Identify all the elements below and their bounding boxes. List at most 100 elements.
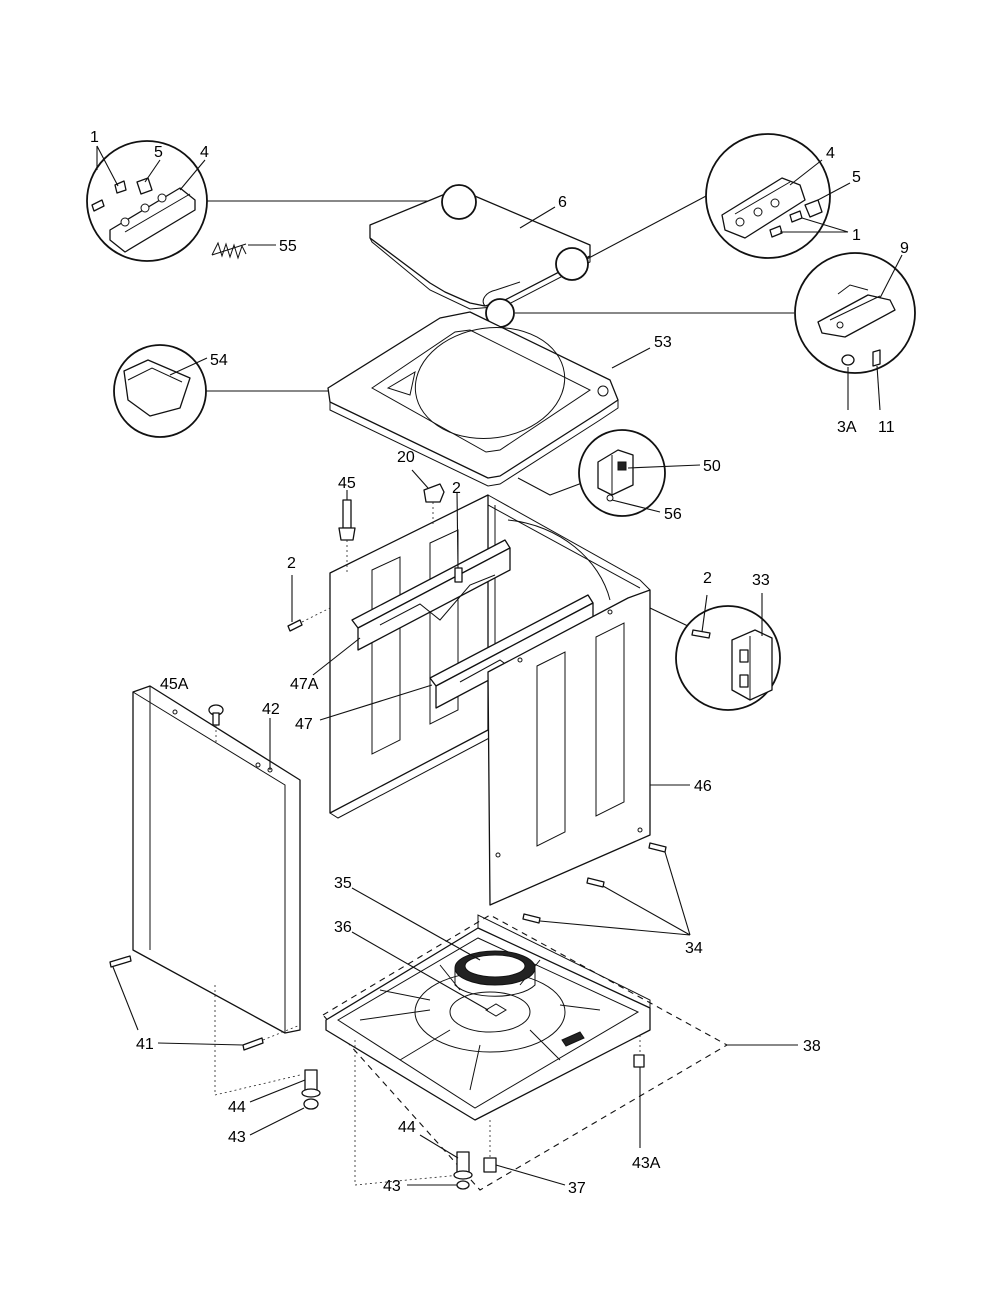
label-1-top-left: 1 (90, 129, 99, 146)
leader-41 (112, 966, 244, 1046)
label-47a: 47A (290, 676, 319, 693)
leader-44a (249, 1079, 306, 1103)
detail-circle-lid-hinge-right (705, 133, 831, 259)
label-43-right: 43 (383, 1178, 401, 1195)
leader-5b (817, 182, 851, 201)
leveling-leg-44-right (453, 1151, 473, 1180)
leader-4b (789, 159, 823, 186)
callout-connector-top-right (584, 194, 709, 261)
label-45a: 45A (160, 676, 189, 693)
top-panel-part-53 (327, 311, 619, 487)
leader-2b (456, 491, 459, 569)
label-33: 33 (752, 572, 770, 589)
leader-11 (876, 365, 881, 411)
screw-2-brace (454, 567, 463, 583)
cabinet-side-outline (487, 494, 651, 735)
label-42: 42 (262, 701, 280, 718)
foot-43-right (456, 1180, 470, 1190)
screw-41-lower (242, 1037, 264, 1051)
foot-43a (633, 1054, 645, 1068)
bolt-45 (338, 499, 356, 541)
detail-circle-lid-hinge-left (86, 140, 208, 262)
label-36: 36 (334, 919, 352, 936)
side-panel-part-42 (132, 685, 301, 1034)
foot-43-left (303, 1098, 319, 1110)
screw-34-a (648, 842, 667, 853)
label-44-left: 44 (228, 1099, 246, 1116)
spring-part-55 (211, 241, 247, 260)
label-41: 41 (136, 1036, 154, 1053)
label-9: 9 (900, 240, 909, 257)
side-panel-part-46 (487, 589, 651, 906)
label-38: 38 (803, 1038, 821, 1055)
callout-connector-switch (517, 477, 583, 496)
label-5-top-left: 5 (154, 144, 163, 161)
screw-34-c (522, 913, 541, 924)
label-37: 37 (568, 1180, 586, 1197)
label-2-front-panel: 2 (287, 555, 296, 572)
label-56: 56 (664, 506, 682, 523)
leader-54 (169, 357, 208, 376)
label-43a: 43A (632, 1155, 661, 1172)
label-47: 47 (295, 716, 313, 733)
callout-connector-hinge-bracket (649, 607, 691, 628)
callout-circle-lid-right (555, 247, 589, 281)
label-20: 20 (397, 449, 415, 466)
label-44-right: 44 (398, 1119, 416, 1136)
detail-circle-lid-switch-50 (578, 429, 666, 517)
leader-4a (179, 159, 206, 191)
label-3a: 3A (837, 419, 857, 436)
bolt-45a (208, 704, 224, 726)
label-2-hinge-bracket: 2 (703, 570, 712, 587)
tub-seal-part-35 (454, 950, 536, 997)
panel-42-alignment-line-2 (214, 1074, 301, 1096)
label-4-top-right: 4 (826, 145, 835, 162)
screw-34-b (586, 877, 605, 888)
screw-41-upper (109, 955, 132, 968)
leveling-leg-44-left (301, 1069, 321, 1098)
label-43-left: 43 (228, 1129, 246, 1146)
leader-37 (495, 1164, 566, 1186)
label-6: 6 (558, 194, 567, 211)
leader-43a (249, 1107, 305, 1136)
leader-44b (419, 1134, 459, 1159)
leader-6 (519, 206, 556, 229)
leader-5a (144, 159, 161, 183)
label-54: 54 (210, 352, 228, 369)
screw-41-lower-path (262, 1024, 301, 1041)
label-45: 45 (338, 475, 356, 492)
leader-56 (611, 499, 661, 513)
leader-50 (627, 464, 701, 469)
label-2-brace: 2 (452, 480, 461, 497)
label-46: 46 (694, 778, 712, 795)
top-panel-opening (414, 327, 566, 439)
lid-part-6 (369, 191, 591, 310)
leader-53 (611, 347, 651, 369)
leader-2c (701, 594, 708, 633)
label-34: 34 (685, 940, 703, 957)
callout-circle-lid-left (441, 184, 477, 220)
label-53: 53 (654, 334, 672, 351)
leader-47a (312, 637, 361, 676)
detail-circle-bleach-dispenser-54 (113, 344, 207, 438)
detail-circle-hinge-9 (794, 252, 916, 374)
screw-2-front-path (301, 607, 331, 623)
leader-1a (96, 145, 119, 187)
leader-1b (780, 217, 849, 233)
label-1-top-right: 1 (852, 227, 861, 244)
label-50: 50 (703, 458, 721, 475)
label-4-top-left: 4 (200, 144, 209, 161)
foot-37 (483, 1157, 497, 1173)
leader-34 (539, 851, 691, 936)
screw-2-front (287, 619, 303, 632)
label-5-top-right: 5 (852, 169, 861, 186)
label-55: 55 (279, 238, 297, 255)
leader-36 (351, 931, 489, 1011)
clip-20 (423, 483, 445, 503)
base-drop-line-2 (354, 1174, 461, 1186)
label-35: 35 (334, 875, 352, 892)
detail-circle-hinge-bracket-33 (675, 605, 781, 711)
leader-9 (879, 254, 903, 299)
bearing-part-36 (485, 1003, 507, 1017)
